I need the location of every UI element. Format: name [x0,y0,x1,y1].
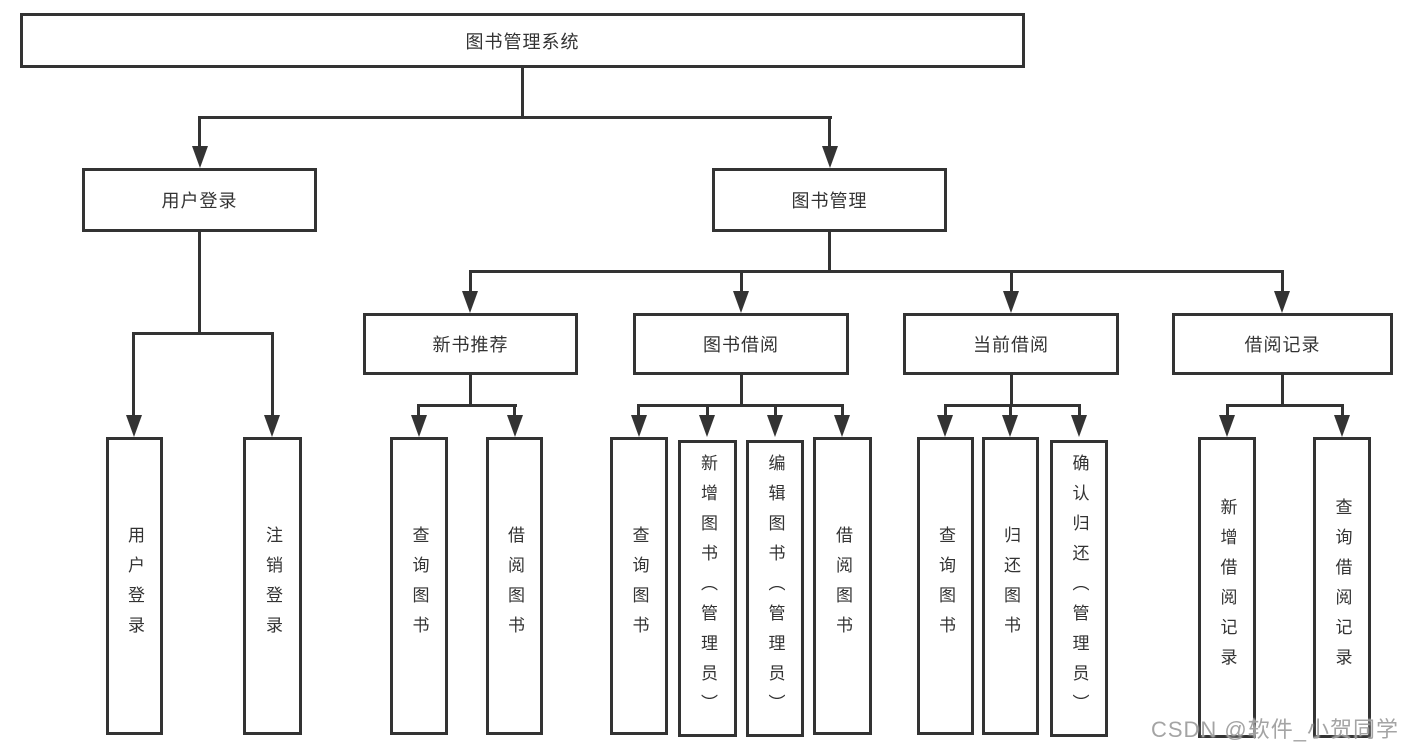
connector-borrow-stem [740,375,743,407]
arrowhead-current [1003,291,1019,313]
node-current-borrow: 当前借阅 [903,313,1119,375]
connector-drop-current [1010,270,1013,293]
node-label: 新书推荐 [432,335,509,355]
node-label: 图书管理系统 [465,31,580,52]
connector-record-rail [1226,404,1344,407]
node-new-book-recommend: 新书推荐 [363,313,578,375]
arrowhead-e1 [1219,415,1235,437]
node-user-login: 用户登录 [82,168,317,232]
connector-drop-d3 [1078,404,1081,417]
node-book-borrow: 图书借阅 [633,313,849,375]
arrowhead-c3 [767,415,783,437]
connector-drop-b2 [513,404,516,417]
csdn-watermark: CSDN @软件_小贺同学 [1150,717,1399,742]
arrowhead-newrec [462,291,478,313]
arrowhead-a2 [264,415,280,437]
connector-drop-d1 [944,404,947,417]
connector-drop-login [198,116,201,148]
leaf-label: 用户登录 [125,526,144,646]
leaf-logout: 注销登录 [243,437,302,735]
node-label: 图书管理 [791,191,868,211]
leaf-edit-book-admin: 编辑图书（管理员） [746,440,804,737]
connector-newrec-stem [469,375,472,407]
connector-drop-e2 [1341,404,1344,417]
node-label: 图书借阅 [703,335,779,355]
connector-drop-a2 [271,332,274,417]
arrowhead-record [1274,291,1290,313]
leaf-query-book-borrow: 查询图书 [610,437,668,735]
connector-mgmt-rail [469,270,1284,273]
connector-drop-newrec [469,270,472,293]
connector-drop-record [1281,270,1284,293]
node-label: 用户登录 [161,191,238,211]
connector-root-rail [199,116,832,119]
arrowhead-e2 [1334,415,1350,437]
arrowhead-c4 [834,415,850,437]
leaf-add-book-admin: 新增图书（管理员） [678,440,737,737]
leaf-label: 借阅图书 [833,526,852,646]
connector-drop-mgmt [828,116,831,148]
arrowhead-login [192,146,208,168]
connector-drop-borrow [740,270,743,293]
leaf-label: 新增图书（管理员） [698,453,717,724]
leaf-query-borrow-record: 查询借阅记录 [1313,437,1371,738]
leaf-confirm-return-admin: 确认归还（管理员） [1050,440,1108,737]
node-book-management: 图书管理 [712,168,947,232]
arrowhead-mgmt [822,146,838,168]
connector-current-stem [1010,375,1013,407]
arrowhead-c2 [699,415,715,437]
arrowhead-borrow [733,291,749,313]
arrowhead-b2 [507,415,523,437]
connector-drop-a1 [132,332,135,417]
leaf-label: 查询图书 [409,526,429,646]
leaf-user-login: 用户登录 [106,437,163,735]
connector-newrec-rail [418,404,517,407]
connector-drop-c1 [637,404,640,417]
connector-borrow-rail [638,404,844,407]
leaf-label: 查询借阅记录 [1332,497,1352,678]
leaf-query-book-recommend: 查询图书 [390,437,448,735]
leaf-return-book: 归还图书 [982,437,1039,735]
leaf-query-book-current: 查询图书 [917,437,974,735]
leaf-label: 查询图书 [936,526,955,646]
arrowhead-a1 [126,415,142,437]
arrowhead-d1 [937,415,953,437]
connector-drop-c3 [774,404,777,417]
connector-drop-c4 [841,404,844,417]
connector-root-stem [521,68,524,118]
node-label: 当前借阅 [973,335,1049,355]
leaf-add-borrow-record: 新增借阅记录 [1198,437,1256,738]
arrowhead-b1 [411,415,427,437]
node-label: 借阅记录 [1244,335,1321,355]
connector-drop-b1 [417,404,420,417]
leaf-label: 确认归还（管理员） [1069,453,1089,724]
arrowhead-d3 [1071,415,1087,437]
leaf-label: 编辑图书（管理员） [765,453,785,724]
leaf-label: 查询图书 [629,526,649,646]
connector-current-rail [944,404,1081,407]
arrowhead-c1 [631,415,647,437]
connector-record-stem [1281,375,1284,407]
leaf-label: 借阅图书 [505,526,524,646]
arrowhead-d2 [1002,415,1018,437]
leaf-borrow-book: 借阅图书 [813,437,872,735]
connector-login-stem [198,232,201,335]
connector-drop-d2 [1009,404,1012,417]
node-library-management-system: 图书管理系统 [20,13,1025,68]
leaf-label: 新增借阅记录 [1217,497,1237,678]
connector-login-rail [133,332,274,335]
connector-mgmt-stem [828,232,831,273]
leaf-label: 归还图书 [1001,526,1020,646]
leaf-label: 注销登录 [263,526,282,646]
leaf-borrow-book-recommend: 借阅图书 [486,437,543,735]
connector-drop-c2 [706,404,709,417]
connector-drop-e1 [1226,404,1229,417]
node-borrow-record: 借阅记录 [1172,313,1393,375]
